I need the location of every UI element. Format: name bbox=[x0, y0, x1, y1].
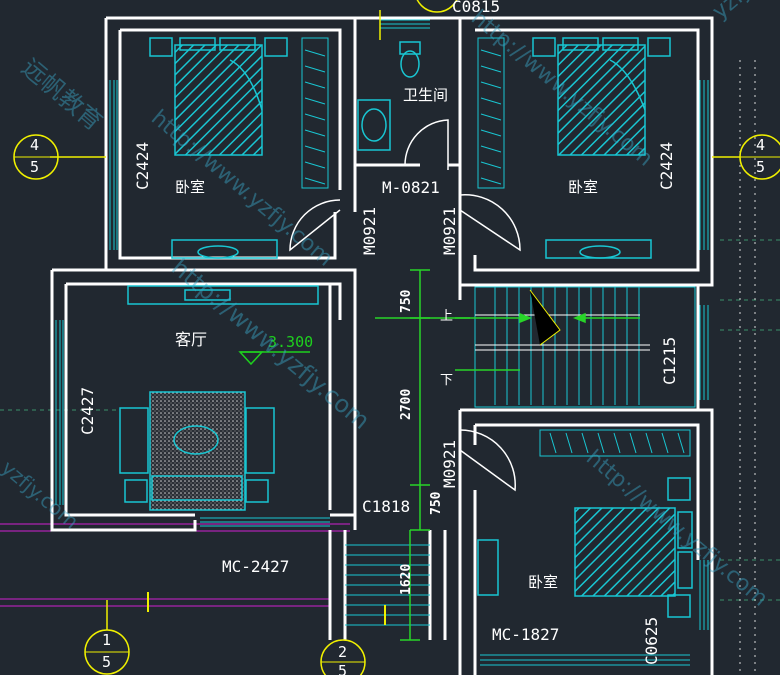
staircase bbox=[345, 286, 696, 626]
axis-marker-right: 4 5 bbox=[712, 134, 780, 180]
bed-top-left bbox=[149, 37, 288, 156]
axis-bm-bottom: 5 bbox=[338, 662, 347, 675]
grid-lines bbox=[0, 523, 350, 607]
bed-bottom-right bbox=[574, 477, 693, 618]
label-window-living: C2427 bbox=[78, 387, 97, 435]
label-window-top: C0815 bbox=[452, 0, 500, 16]
level-marker: 3.300 bbox=[238, 333, 313, 366]
axis-bl-top: 1 bbox=[102, 631, 111, 649]
doors bbox=[289, 119, 521, 492]
walls bbox=[50, 16, 714, 675]
dimension-chain bbox=[375, 269, 470, 641]
axis-right-bottom: 5 bbox=[756, 158, 765, 176]
room-label-bathroom: 卫生间 bbox=[403, 86, 448, 104]
label-door-bed-left: M0921 bbox=[360, 207, 379, 255]
axis-left-bottom: 5 bbox=[30, 158, 39, 176]
bed-top-right bbox=[532, 37, 671, 156]
wardrobes bbox=[301, 37, 691, 457]
dimension-750-bottom: 750 bbox=[429, 491, 444, 515]
label-stair-up: 上 bbox=[440, 309, 453, 324]
axis-marker-top bbox=[416, 0, 458, 13]
dimension-1620: 1620 bbox=[399, 564, 414, 595]
axis-marker-bottom-left: 1 5 bbox=[84, 600, 130, 675]
label-door-bed-bottom: M0921 bbox=[440, 440, 459, 488]
watermark-brand-1: 远帆教育 bbox=[16, 53, 108, 136]
label-door-bed-right: M0921 bbox=[440, 207, 459, 255]
room-label-bedroom-bottom: 卧室 bbox=[528, 573, 558, 591]
windows bbox=[55, 19, 709, 666]
axis-right-top: 4 bbox=[756, 136, 765, 154]
label-door-bath: M-0821 bbox=[382, 178, 440, 197]
stair-arrows bbox=[455, 312, 640, 371]
label-window-stair: C1215 bbox=[660, 337, 679, 385]
axis-marker-left: 4 5 bbox=[13, 134, 106, 180]
room-label-living-room: 客厅 bbox=[175, 330, 207, 349]
label-window-left-bed: C2424 bbox=[133, 142, 152, 190]
axis-bm-top: 2 bbox=[338, 643, 347, 661]
level-value: 3.300 bbox=[268, 333, 313, 351]
dimension-750-top: 750 bbox=[399, 289, 414, 313]
dotted-guides bbox=[739, 60, 756, 675]
bathroom-fixtures bbox=[357, 41, 421, 151]
dimension-2700: 2700 bbox=[399, 389, 414, 420]
sofa-set bbox=[119, 391, 275, 511]
label-window-right-bed: C2424 bbox=[657, 142, 676, 190]
label-door-living: MC-2427 bbox=[222, 557, 289, 576]
label-window-mid: C1818 bbox=[362, 497, 410, 516]
axis-bl-bottom: 5 bbox=[102, 653, 111, 671]
axis-marker-bottom-mid: 2 5 bbox=[320, 639, 366, 675]
axis-left-top: 4 bbox=[30, 136, 39, 154]
watermark-brand-2: yzfjy.com bbox=[708, 0, 780, 25]
watermark-url-5: yzfjy.com bbox=[0, 455, 83, 533]
label-door-bed-bottom-balcony: MC-1827 bbox=[492, 625, 559, 644]
label-window-small: C0625 bbox=[642, 617, 661, 665]
room-label-bedroom-right: 卧室 bbox=[568, 178, 598, 196]
label-stair-down: 下 bbox=[440, 373, 453, 388]
room-label-bedroom-left: 卧室 bbox=[175, 178, 205, 196]
